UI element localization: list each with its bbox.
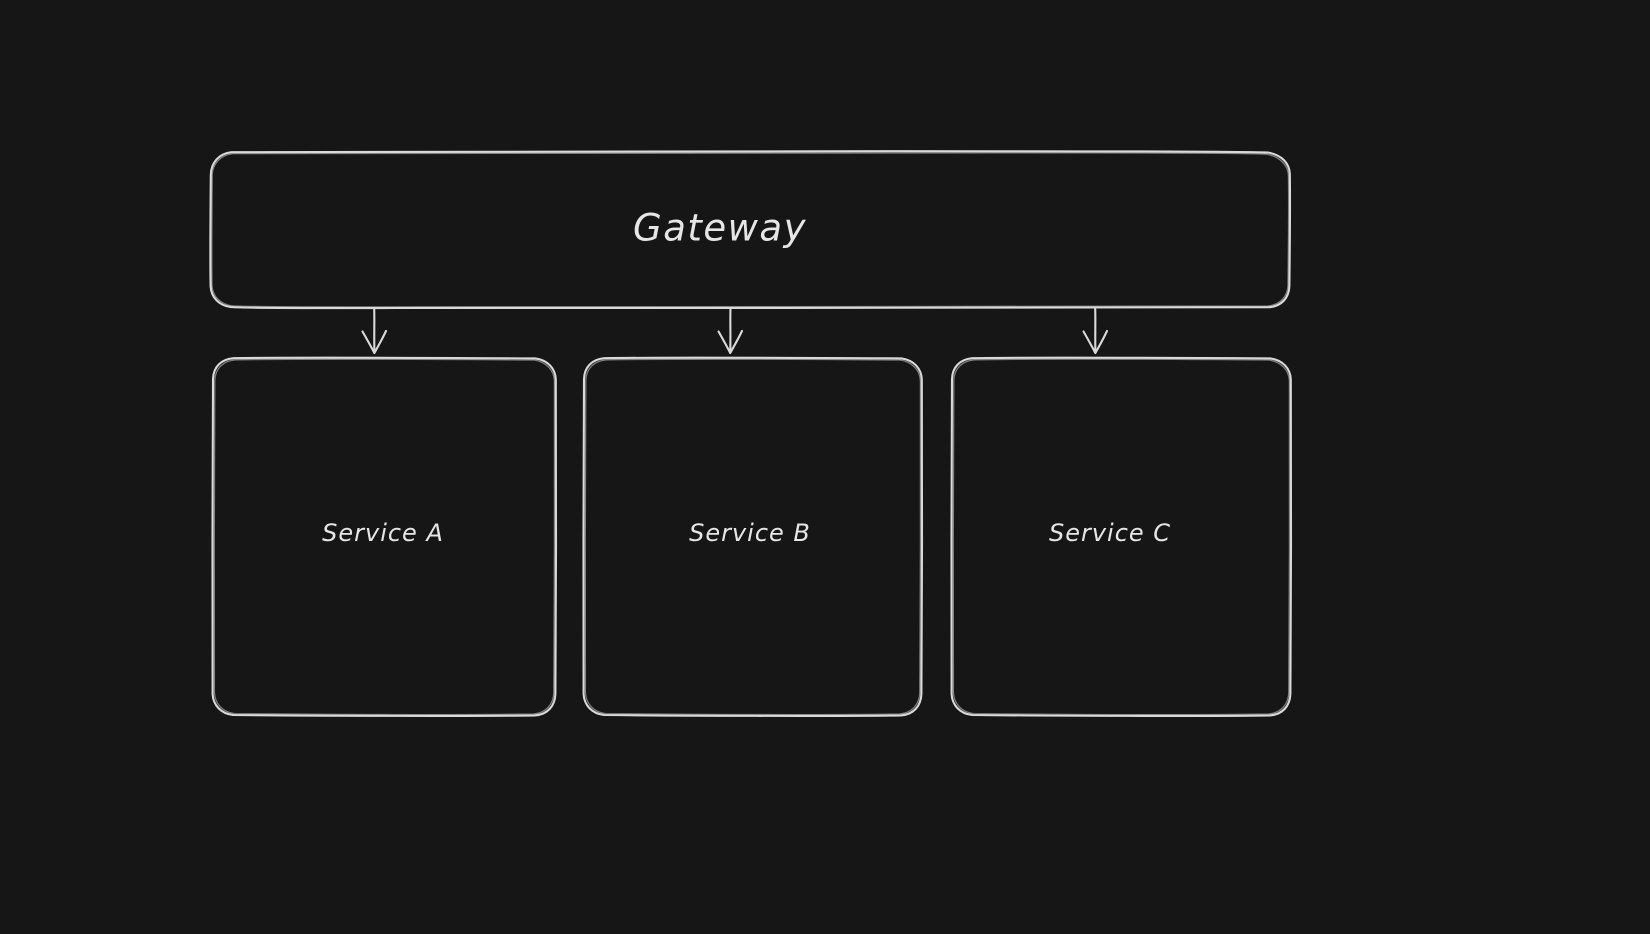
node-label-gateway: Gateway xyxy=(633,206,807,250)
edge-gateway-to-service-c[interactable] xyxy=(1082,307,1109,355)
arrowhead-b xyxy=(717,329,744,355)
node-label-service-b: Service B xyxy=(689,519,811,547)
edge-gateway-to-service-a[interactable] xyxy=(361,307,388,355)
node-service-a[interactable] xyxy=(211,356,558,717)
gateway-box-outline xyxy=(209,150,1292,310)
service-b-box-outline xyxy=(582,356,924,717)
service-c-box-outline xyxy=(950,356,1293,717)
service-c-box-outline-pass2 xyxy=(952,358,1291,716)
edge-gateway-to-service-b[interactable] xyxy=(717,307,744,355)
node-gateway[interactable] xyxy=(209,150,1292,310)
node-label-service-a: Service A xyxy=(322,519,444,547)
arrowhead-c xyxy=(1082,329,1109,355)
service-a-box-outline xyxy=(211,356,558,717)
service-a-box-outline-pass2 xyxy=(213,358,556,716)
node-label-service-c: Service C xyxy=(1048,519,1172,547)
service-b-box-outline-pass2 xyxy=(584,358,922,716)
node-service-c[interactable] xyxy=(950,356,1293,717)
node-service-b[interactable] xyxy=(582,356,924,717)
arrowhead-a xyxy=(361,329,388,355)
gateway-box-outline-pass2 xyxy=(211,152,1290,308)
